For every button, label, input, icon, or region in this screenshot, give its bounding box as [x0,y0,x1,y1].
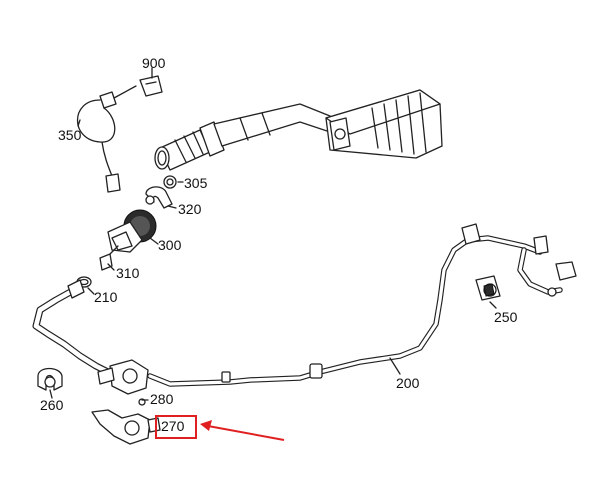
egr-valve-300 [107,209,157,255]
pipe-200 [147,223,577,387]
highlight-arrow-head [200,420,212,431]
hose-assembly [32,279,112,376]
valve-270 [91,409,161,445]
callout-210: 210 [94,289,118,305]
highlight-arrow-line [207,425,285,441]
callout-280: 280 [150,391,174,407]
ring-305 [163,175,177,189]
clamp-320 [145,186,173,209]
sensor-250 [475,275,501,301]
leader-lines [49,67,497,401]
connector-900 [139,75,163,97]
highlight-box [155,415,197,439]
callout-350: 350 [58,127,82,143]
callout-200: 200 [396,375,420,391]
callout-250: 250 [494,309,518,325]
callout-320: 320 [178,201,202,217]
callouts: 900 350 305 320 300 310 210 250 200 260 … [40,55,518,434]
callout-310: 310 [116,265,140,281]
clamp-260 [37,367,63,391]
highlight-270 [155,415,285,441]
callout-260: 260 [40,397,64,413]
callout-270: 270 [161,418,185,434]
sensor-350 [77,85,137,193]
callout-305: 305 [184,175,208,191]
catalytic-converter-assembly [154,89,443,171]
callout-300: 300 [158,237,182,253]
clip-310 [99,253,113,271]
valve-assembly-280 [97,359,149,406]
callout-900: 900 [142,55,166,71]
